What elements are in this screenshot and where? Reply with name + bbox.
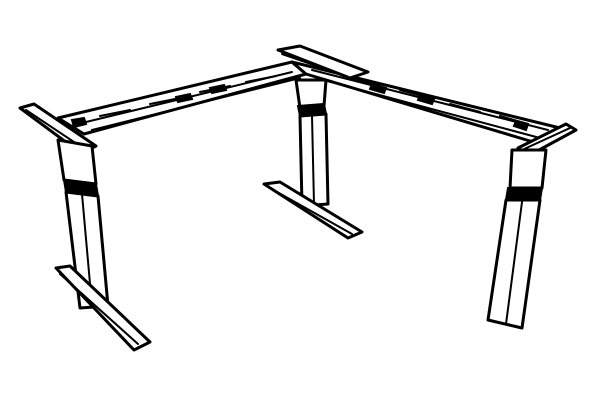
left-leg [54,138,152,352]
left-crossbeam [56,60,308,136]
right-crossbeam [290,60,562,146]
corner-bracket [276,44,370,80]
middle-leg [262,78,364,240]
right-leg [486,148,548,330]
